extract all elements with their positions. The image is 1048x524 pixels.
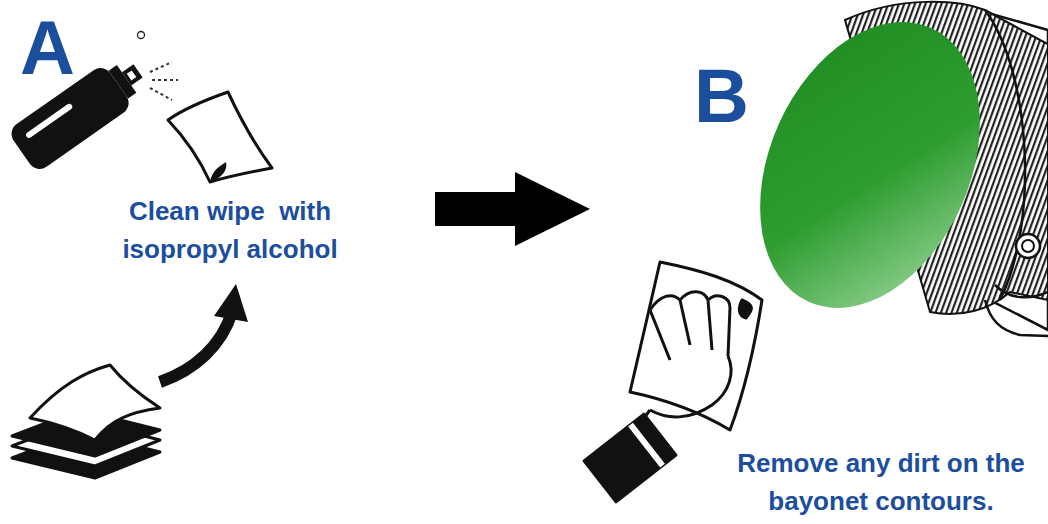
wipe-stack [12,365,160,478]
step-instruction: Clean wipe with isopropyl alcohol [110,192,350,268]
step-letter: A [20,6,75,90]
curved-arrow [160,284,248,382]
wipe [168,92,272,182]
step-letter: B [694,54,749,138]
lens [718,0,1048,343]
process-arrow [435,172,590,246]
gloved-hand [584,262,762,502]
spray-mist [150,62,178,100]
step-instruction: Remove any dirt on the bayonet contours. [722,444,1040,520]
dot-mark [138,32,145,39]
